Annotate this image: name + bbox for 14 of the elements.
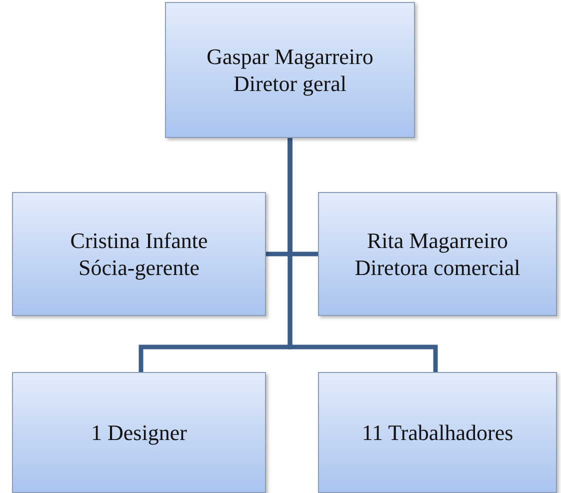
- org-box: [318, 372, 557, 493]
- org-box: [318, 192, 557, 316]
- org-box: [165, 2, 415, 138]
- role-label: Cristina Infante: [69, 226, 209, 254]
- role-label: 11 Trabalhadores: [360, 418, 514, 446]
- role-label: Sócia-gerente: [78, 254, 200, 282]
- role-label: 1 Designer: [90, 418, 188, 446]
- connector-line: [288, 138, 438, 372]
- role-label: Diretora comercial: [354, 254, 522, 282]
- org-box: [12, 372, 266, 493]
- role-label: Gaspar Magarreiro: [206, 42, 374, 70]
- org-box: [12, 192, 266, 316]
- role-label: Rita Magarreiro: [366, 226, 510, 254]
- role-label: Diretor geral: [232, 70, 348, 98]
